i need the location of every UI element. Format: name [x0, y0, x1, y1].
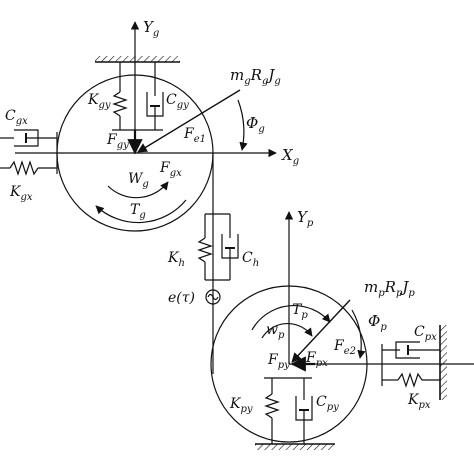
gear-phi-label: Φg	[246, 114, 265, 135]
gear-mass-label: mgRgJg	[230, 66, 281, 87]
c-gx-label: Cgx	[5, 108, 28, 127]
k-h-spring	[197, 214, 213, 280]
c-px-label: Cpx	[414, 324, 437, 343]
pinion-mass-label: mpRpJp	[364, 278, 415, 299]
f-px-label: Fpx	[305, 350, 328, 369]
c-gx-damper	[0, 129, 57, 147]
k-gy-label: Kgy	[87, 92, 111, 111]
k-py-label: Kpy	[229, 396, 253, 415]
t-p-label: Tp	[292, 302, 308, 321]
t-g-arc	[95, 199, 187, 224]
f-py-label: Fpy	[267, 352, 290, 371]
f-e2-label: Fe2	[333, 338, 356, 357]
gear-top-ground-hatch	[95, 56, 180, 62]
pinion-bottom-ground-hatch	[255, 444, 335, 450]
e-tau-source	[205, 289, 221, 305]
c-py-damper	[295, 378, 313, 444]
phi-p-arc	[351, 309, 366, 359]
k-py-spring	[264, 378, 280, 444]
pinion-right-wall-hatch	[440, 325, 447, 400]
f-e2-arrow	[291, 299, 351, 363]
w-g-label: Wg	[128, 171, 149, 190]
c-h-label: Ch	[242, 250, 259, 269]
f-gy-label: Fgy	[106, 132, 129, 151]
gear-y-axis-label: Yg	[143, 18, 159, 39]
t-g-label: Tg	[130, 202, 146, 221]
c-gy-damper	[146, 62, 164, 130]
f-e1-label: Fe1	[183, 126, 206, 145]
k-h-label: Kh	[167, 250, 185, 269]
w-p-label: wp	[266, 322, 285, 341]
w-p-arc	[261, 322, 313, 339]
c-py-label: Cpy	[316, 394, 339, 413]
c-gy-label: Cgy	[166, 92, 189, 111]
gear-x-axis-label: Xg	[281, 146, 299, 167]
e-tau-wave	[207, 293, 219, 301]
k-gx-spring	[0, 160, 57, 176]
k-px-spring	[382, 372, 440, 388]
phi-g-arc	[237, 99, 248, 151]
pinion-y-axis-label: Yp	[297, 208, 314, 229]
t-p-arc	[251, 304, 331, 331]
k-px-label: Kpx	[407, 392, 431, 411]
pinion-phi-label: Φp	[368, 312, 387, 333]
f-gx-label: Fgx	[159, 160, 182, 179]
c-px-damper	[382, 341, 440, 359]
f-e1-arrow	[137, 89, 241, 153]
e-tau-label: e(τ)	[168, 290, 195, 306]
w-g-arc	[107, 181, 169, 199]
c-h-damper	[221, 214, 239, 280]
k-gx-label: Kgx	[9, 184, 33, 203]
